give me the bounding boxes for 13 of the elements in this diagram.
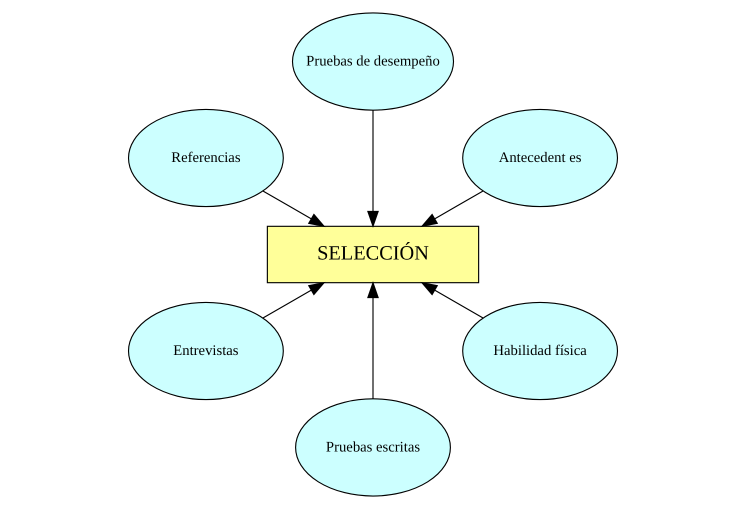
arrow bbox=[420, 190, 483, 228]
node-ellipse: Pruebas de desempeño bbox=[291, 12, 454, 111]
arrow bbox=[366, 281, 378, 399]
arrow bbox=[366, 110, 378, 228]
node-ellipse: Pruebas escritas bbox=[294, 398, 450, 497]
node-ellipse: Referencias bbox=[127, 108, 284, 208]
arrow bbox=[262, 190, 325, 228]
node-ellipse: Habilidad física bbox=[462, 302, 618, 400]
node-box: SELECCIÓN bbox=[266, 226, 479, 284]
arrow bbox=[262, 282, 325, 319]
node-ellipse: Entrevistas bbox=[127, 302, 284, 400]
arrow bbox=[420, 282, 483, 319]
node-ellipse: Antecedent es bbox=[462, 108, 618, 208]
